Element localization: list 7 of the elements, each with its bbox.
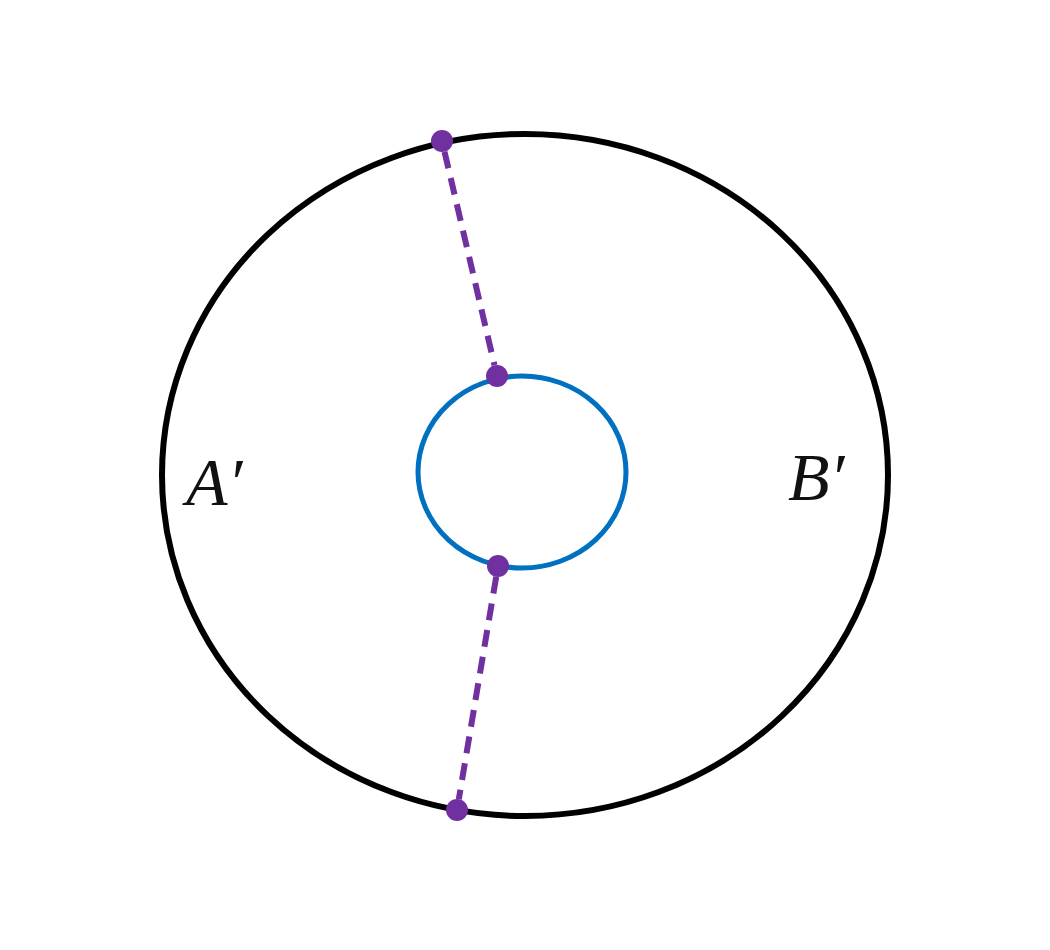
point-dot xyxy=(446,799,468,821)
point-dot xyxy=(486,365,508,387)
dashed-line xyxy=(441,151,498,366)
point-dot xyxy=(487,555,509,577)
region-label: B′ xyxy=(788,443,845,511)
dashed-line xyxy=(455,576,500,800)
point-dot xyxy=(431,130,453,152)
